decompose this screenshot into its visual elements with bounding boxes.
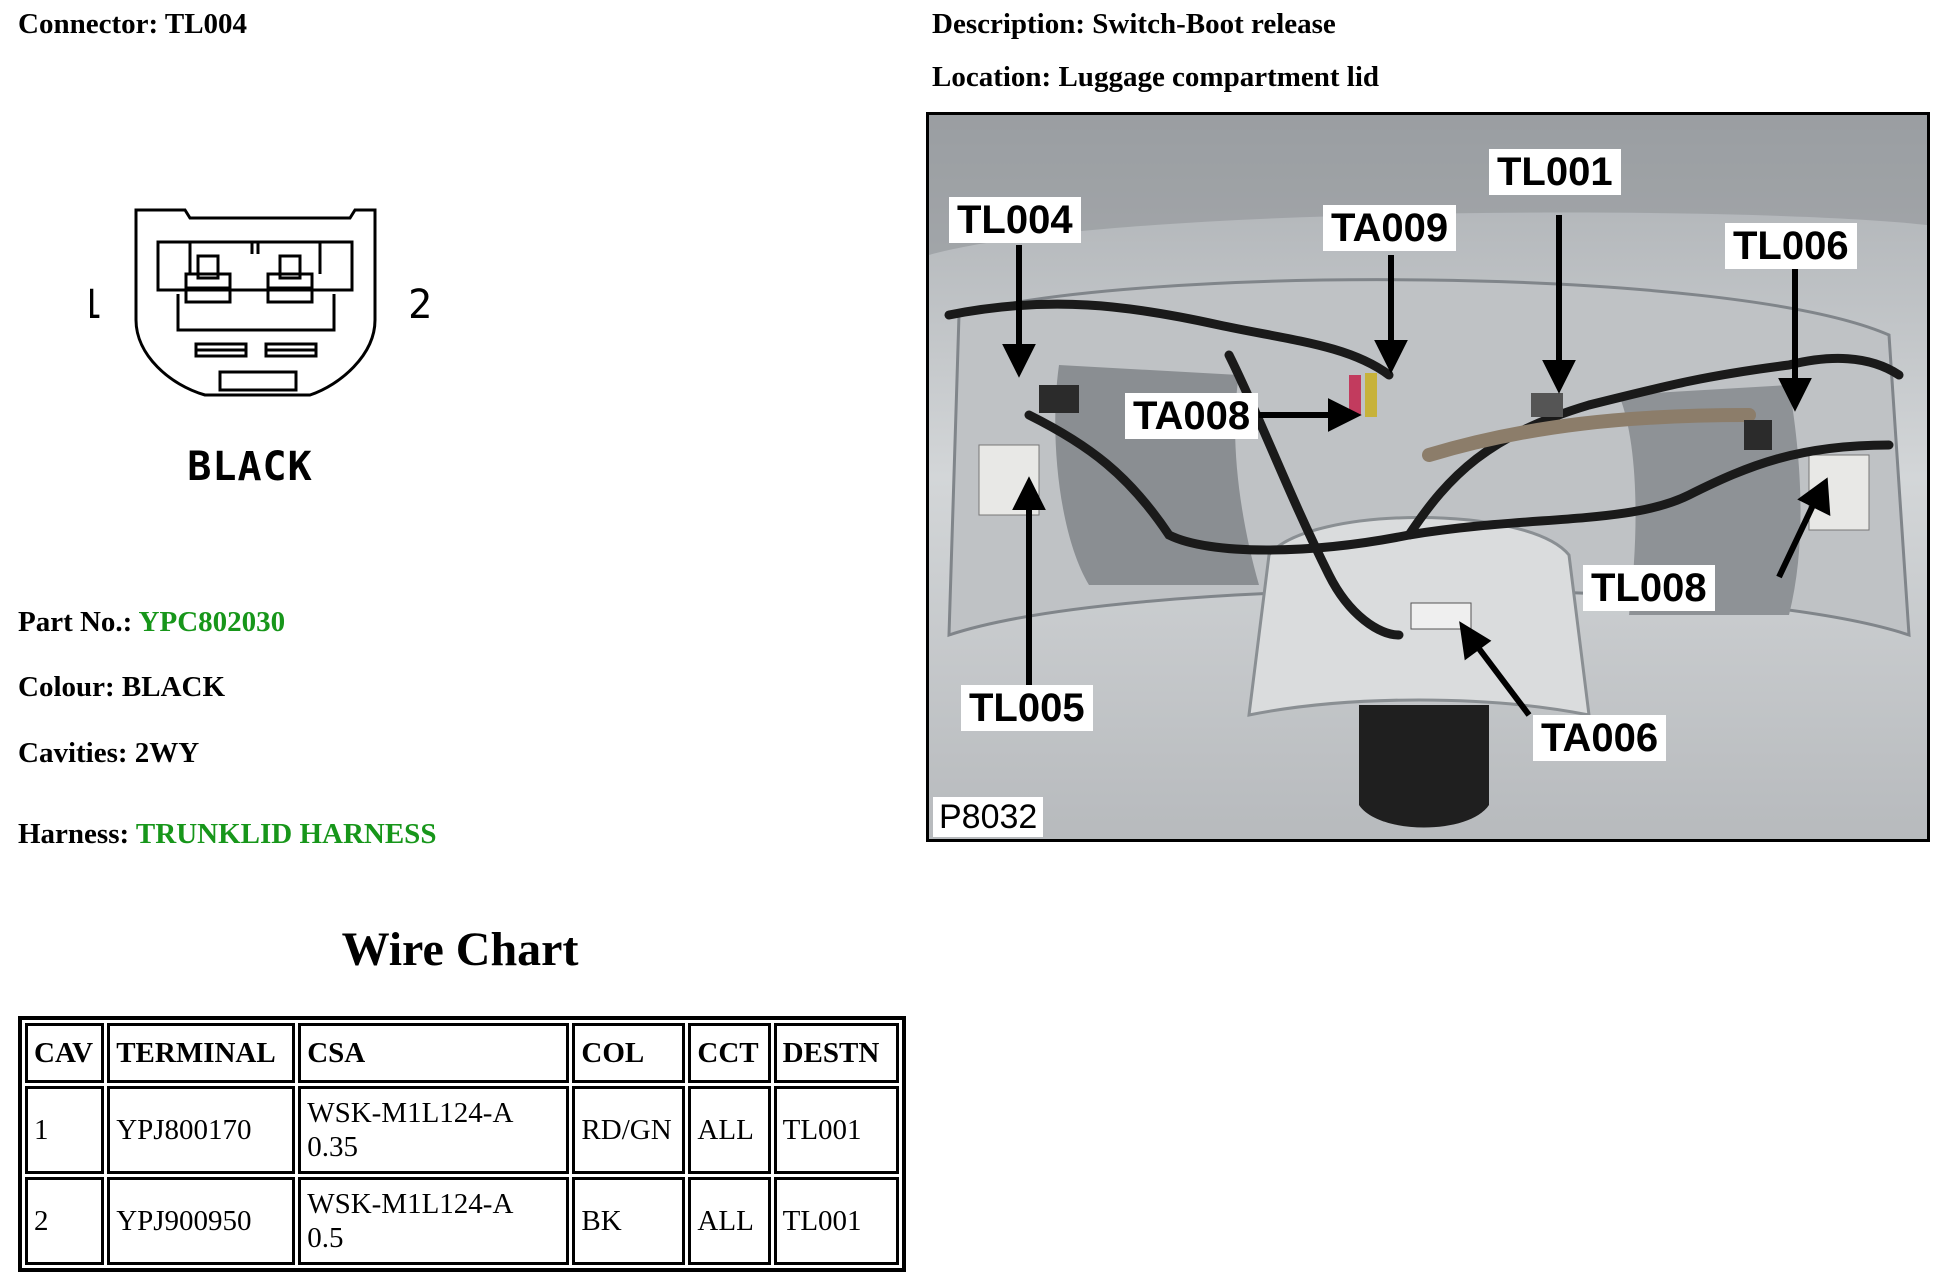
cell-cav: 2	[25, 1177, 105, 1265]
photo-id: P8032	[933, 797, 1044, 837]
diagram-caption: BLACK	[187, 444, 312, 490]
connector-diagram: 1 2 BLACK	[90, 208, 432, 490]
cell-destn: TL001	[773, 1177, 899, 1265]
callout-tl006: TL006	[1725, 223, 1857, 269]
connector-line: Connector: TL004	[18, 8, 247, 41]
connector-ta009-body	[1365, 373, 1377, 417]
callout-tl004: TL004	[949, 197, 1081, 243]
connector-outline	[134, 208, 377, 397]
connector-ta008-body	[1349, 375, 1361, 415]
description-line: Description: Switch-Boot release	[932, 8, 1336, 41]
harness-sleeve	[1422, 408, 1756, 462]
connector-tl006-body	[1744, 420, 1772, 450]
cell-col: BK	[572, 1177, 686, 1265]
wire-chart-table: CAV TERMINAL CSA COL CCT DESTN 1 YPJ8001…	[18, 1016, 906, 1272]
callout-tl001: TL001	[1489, 149, 1621, 195]
description-value: Switch-Boot release	[1092, 8, 1336, 40]
callout-ta009: TA009	[1323, 205, 1457, 251]
header-destn: DESTN	[773, 1023, 899, 1083]
cavities-line: Cavities: 2WY	[18, 737, 199, 770]
wire-chart-title: Wire Chart	[341, 923, 579, 976]
cell-cav: 1	[25, 1086, 105, 1174]
photo-illustration	[929, 115, 1927, 839]
cavities-label: Cavities:	[18, 737, 128, 769]
part-no-link[interactable]: YPC802030	[138, 606, 286, 638]
cell-terminal: YPJ800170	[107, 1086, 296, 1174]
csa-size: 0.35	[307, 1131, 358, 1163]
description-label: Description:	[932, 8, 1086, 40]
callout-arrows	[1002, 215, 1831, 717]
latch-housing	[1359, 705, 1489, 828]
part-no-line: Part No.: YPC802030	[18, 606, 285, 639]
header-terminal: TERMINAL	[107, 1023, 296, 1083]
pin-number-1: 1	[90, 282, 102, 328]
csa-size: 0.5	[307, 1222, 344, 1254]
csa-spec: WSK-M1L124-A	[307, 1188, 514, 1220]
connector-label: Connector:	[18, 8, 159, 40]
location-line: Location: Luggage compartment lid	[932, 61, 1379, 94]
cavities-value: 2WY	[134, 737, 200, 769]
lid-top-edge	[929, 115, 1927, 255]
header-csa: CSA	[298, 1023, 570, 1083]
harness-link[interactable]: TRUNKLID HARNESS	[135, 818, 437, 850]
location-photo: TL004 TA009 TL001 TL006 TA008 TL008 TL00…	[926, 112, 1930, 842]
harness-line: Harness: TRUNKLID HARNESS	[18, 818, 436, 851]
cell-terminal: YPJ900950	[107, 1177, 296, 1265]
csa-spec: WSK-M1L124-A	[307, 1097, 514, 1129]
connector-inner-frame	[156, 240, 354, 292]
colour-label: Colour:	[18, 671, 115, 703]
header-cav: CAV	[25, 1023, 105, 1083]
header-cct: CCT	[688, 1023, 771, 1083]
connector-tl004-body	[1039, 385, 1079, 413]
cell-cct: ALL	[688, 1086, 771, 1174]
locking-tab	[218, 370, 298, 392]
callout-ta006: TA006	[1533, 715, 1667, 761]
location-label: Location:	[932, 61, 1052, 93]
connector-value: TL004	[164, 8, 248, 40]
terminal-2-latch	[278, 254, 302, 280]
cell-destn: TL001	[773, 1086, 899, 1174]
part-no-label: Part No.:	[18, 606, 133, 638]
location-value: Luggage compartment lid	[1058, 61, 1380, 93]
callout-tl008: TL008	[1583, 565, 1715, 611]
cell-col: RD/GN	[572, 1086, 686, 1174]
terminal-1-latch	[196, 254, 220, 280]
table-header-row: CAV TERMINAL CSA COL CCT DESTN	[25, 1023, 899, 1083]
callout-ta008: TA008	[1125, 393, 1259, 439]
colour-value: BLACK	[121, 671, 226, 703]
header-col: COL	[572, 1023, 686, 1083]
callout-tl005: TL005	[961, 685, 1093, 731]
cell-cct: ALL	[688, 1177, 771, 1265]
colour-line: Colour: BLACK	[18, 671, 225, 704]
connector-tl001-body	[1531, 393, 1563, 417]
pin-number-2: 2	[408, 282, 432, 328]
harness-label: Harness:	[18, 818, 130, 850]
